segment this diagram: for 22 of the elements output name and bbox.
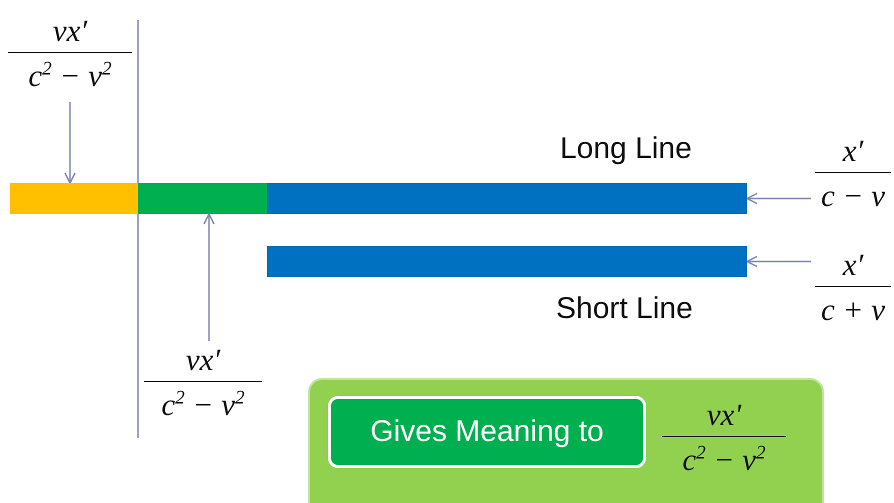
fraction-numerator: vx′ [184,343,222,379]
label-button: Gives Meaning to [328,396,646,468]
fraction-denominator: c − v [815,172,891,214]
fraction-numerator: vx' [706,398,742,434]
arrow [746,192,811,204]
line-bar [267,183,747,214]
fraction-denominator: c + v [815,286,891,328]
fraction-denominator: c$^{2}$ − v$^{2}$ [144,381,262,424]
arrow [746,256,811,268]
arrow [64,102,76,184]
panel [308,378,824,503]
fraction-numerator: x′ [841,134,864,170]
fraction-denominator: c$^{2}$ − v$^{2}$ [662,436,786,478]
line-bar [138,183,267,214]
line-bar [10,183,138,214]
fraction-numerator: vx′ [52,14,88,50]
fraction-numerator: x′ [841,248,864,284]
arrow [203,213,215,341]
bar-label: Short Line [556,292,694,326]
bar-label: Long Line [560,132,693,166]
line-bar [267,246,747,277]
fraction-denominator: c$^{2}$ − v$^{2}$ [8,52,132,94]
